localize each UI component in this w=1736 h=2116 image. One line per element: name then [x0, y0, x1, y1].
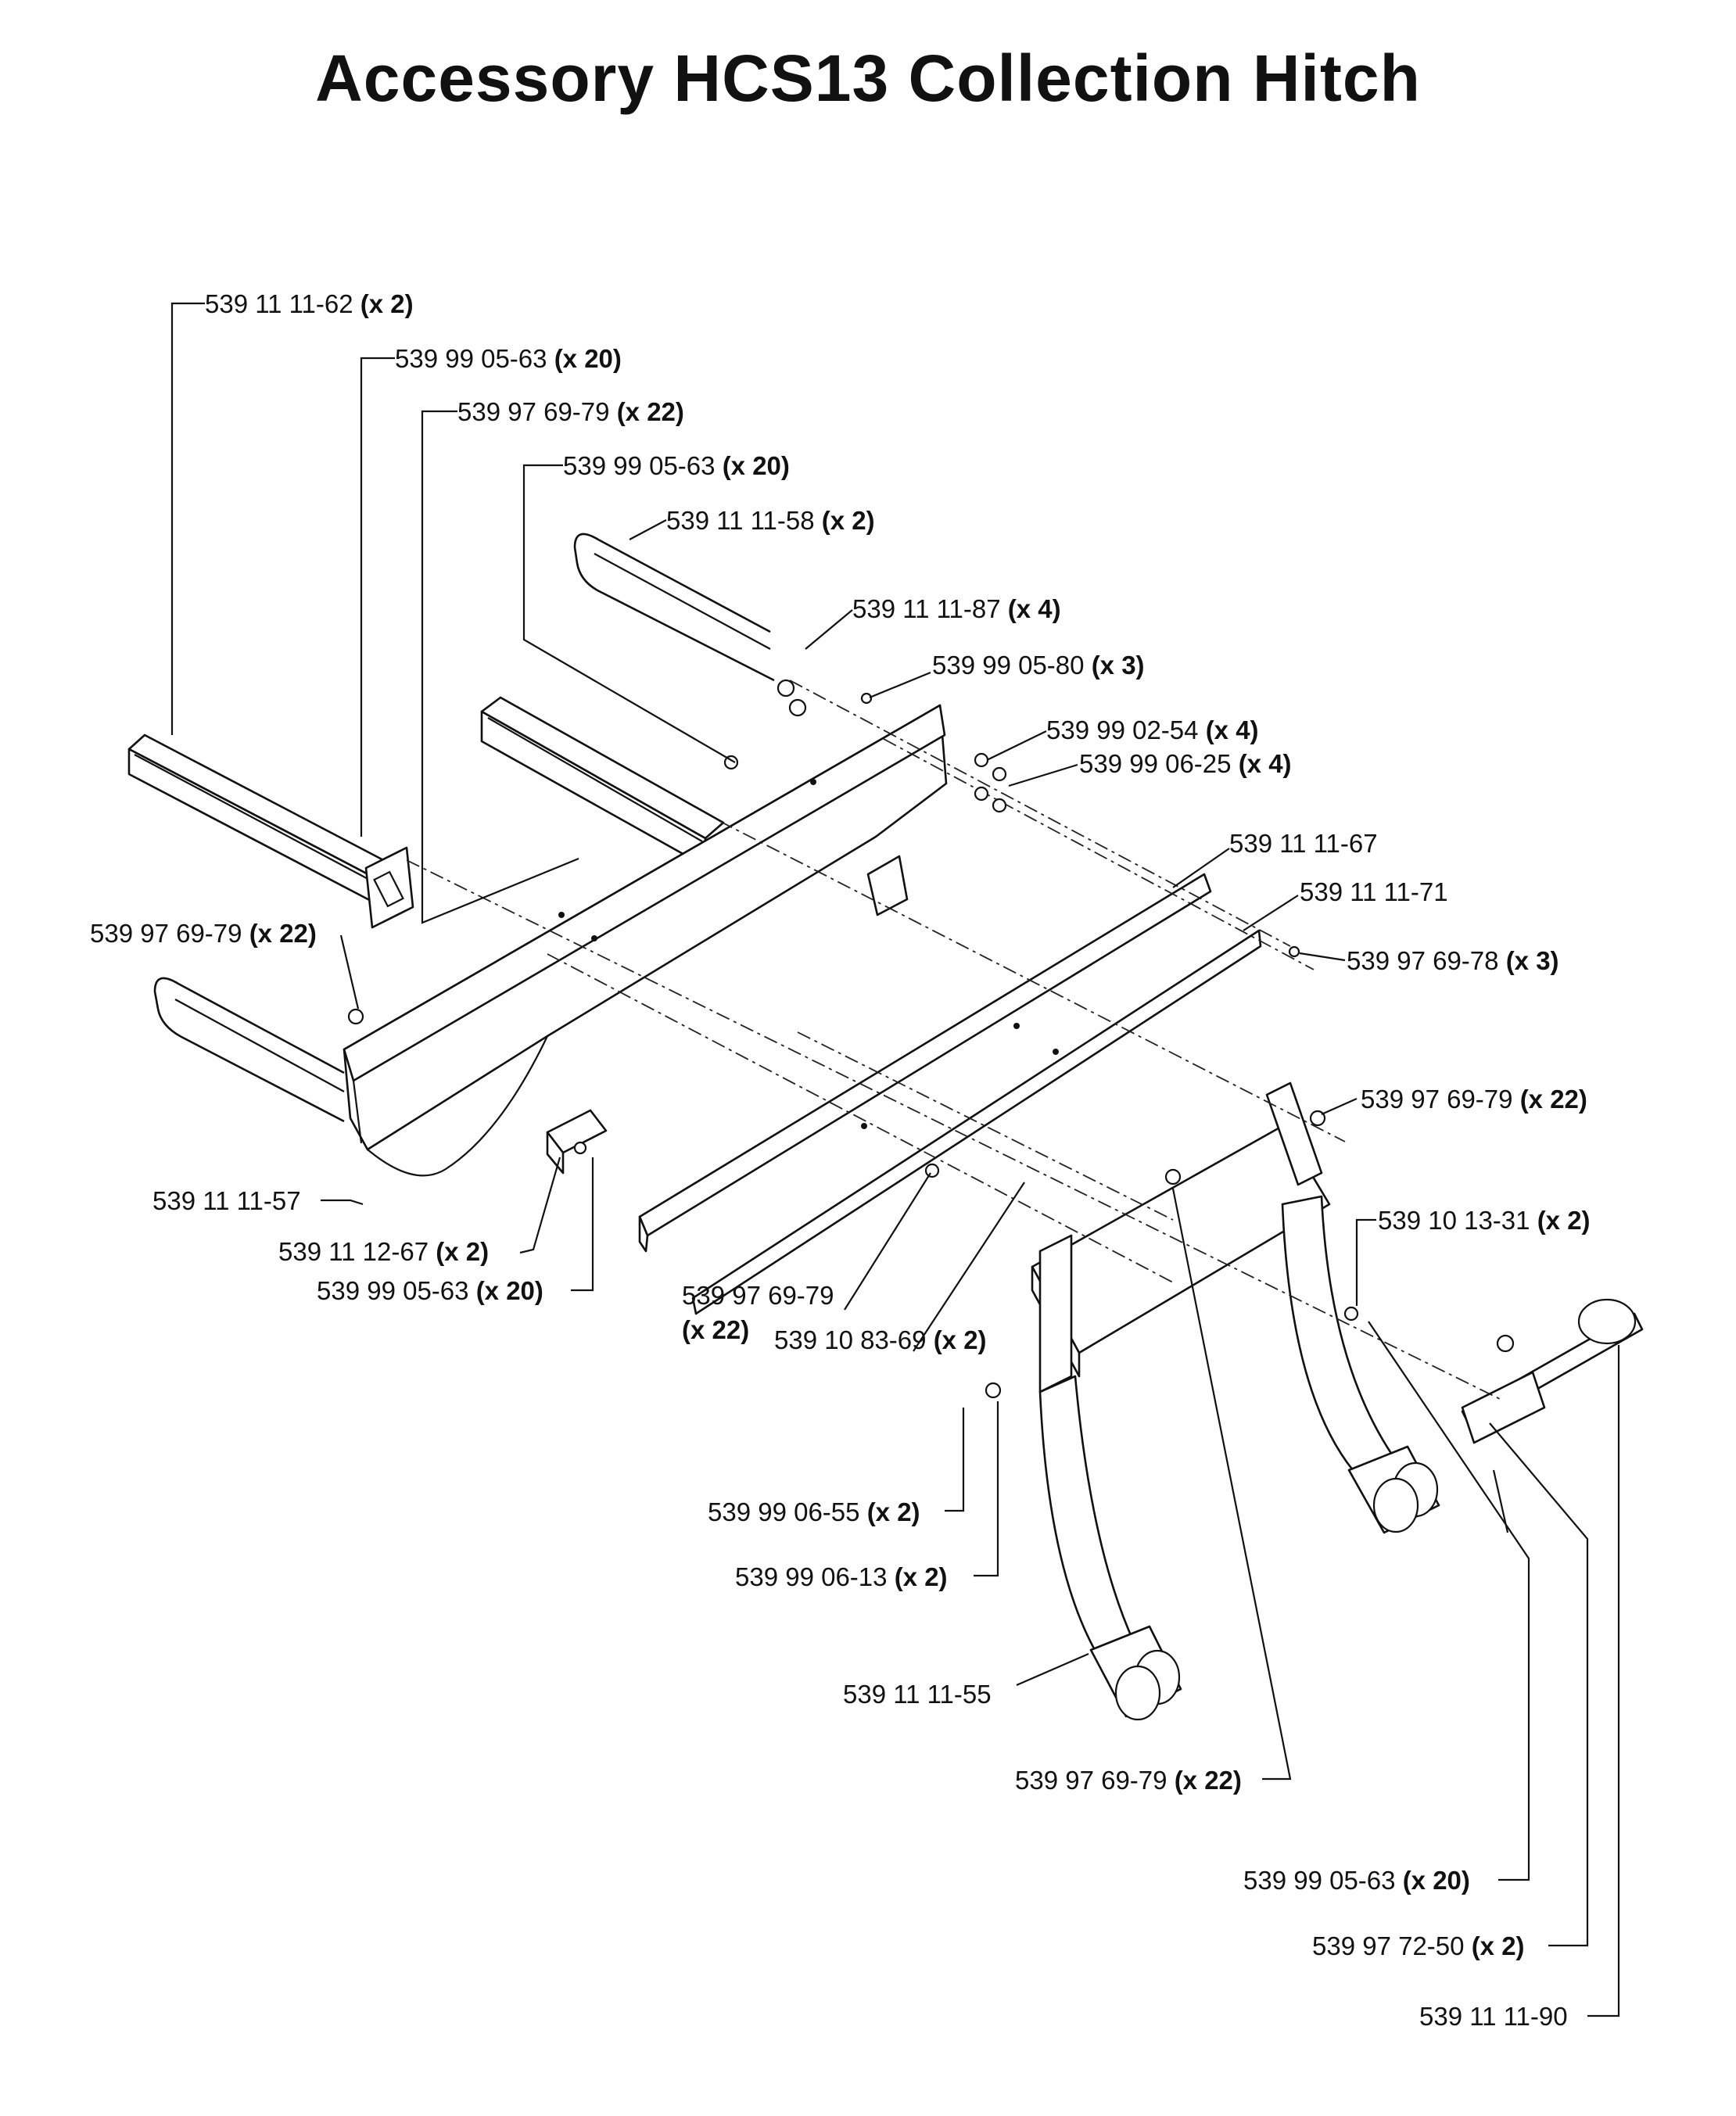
- callout-label: 539 97 72-50 (x 2): [1312, 1931, 1525, 1960]
- callout-label: 539 97 69-79: [682, 1281, 834, 1310]
- callout-label: 539 97 69-79 (x 22): [90, 919, 317, 948]
- diagram-title: Accessory HCS13 Collection Hitch: [315, 41, 1421, 115]
- parts-drawing: [127, 533, 1644, 1721]
- hardware: [347, 679, 1515, 1399]
- callout-labels: 539 11 11-62 (x 2) 539 99 05-63 (x 20) 5…: [90, 289, 1591, 2031]
- callout-label: 539 10 83-69 (x 2): [774, 1325, 987, 1354]
- callout-label: 539 97 69-78 (x 3): [1347, 946, 1559, 975]
- left-arm-bar: [127, 733, 414, 929]
- callout-label: 539 99 05-63 (x 20): [563, 451, 790, 480]
- hitch-frame: [1031, 1081, 1440, 1721]
- lower-u-bar: [153, 977, 345, 1123]
- center-arm-bar: [480, 696, 725, 868]
- centerlines: [406, 680, 1502, 1401]
- callout-label: 539 10 13-31 (x 2): [1378, 1206, 1591, 1235]
- callout-label: 539 99 05-63 (x 20): [395, 344, 622, 373]
- callout-label: 539 99 02-54 (x 4): [1046, 715, 1259, 744]
- callout-label: 539 99 05-80 (x 3): [932, 651, 1145, 680]
- callout-label: 539 11 11-71: [1300, 877, 1448, 906]
- main-frame-bar: [343, 704, 948, 1177]
- hitch-pin: [1461, 1298, 1644, 1533]
- leader-lines: [170, 302, 1620, 2017]
- upper-u-bar: [573, 533, 775, 682]
- callout-label: 539 97 69-79 (x 22): [457, 397, 684, 426]
- callout-label: 539 11 11-67: [1229, 829, 1378, 858]
- callout-label: 539 99 06-55 (x 2): [708, 1497, 920, 1526]
- callout-label: 539 11 12-67 (x 2): [278, 1237, 489, 1266]
- callout-label: 539 99 05-63 (x 20): [1243, 1866, 1470, 1895]
- callout-label: (x 22): [682, 1315, 749, 1344]
- small-bracket: [546, 1109, 608, 1175]
- callout-label: 539 11 11-58 (x 2): [666, 506, 875, 535]
- flat-strap-upper: [638, 873, 1212, 1253]
- callout-label: 539 97 69-79 (x 22): [1361, 1085, 1587, 1114]
- flat-strap-lower: [691, 929, 1262, 1315]
- callout-label: 539 99 06-25 (x 4): [1079, 749, 1292, 778]
- callout-label: 539 11 11-62 (x 2): [205, 289, 414, 318]
- callout-label: 539 11 11-57: [152, 1186, 301, 1215]
- callout-label: 539 99 06-13 (x 2): [735, 1562, 948, 1591]
- callout-label: 539 11 11-87 (x 4): [852, 594, 1061, 623]
- callout-label: 539 99 05-63 (x 20): [317, 1276, 543, 1305]
- callout-label: 539 11 11-90: [1419, 2002, 1568, 2031]
- callout-label: 539 97 69-79 (x 22): [1015, 1766, 1242, 1795]
- callout-label: 539 11 11-55: [843, 1680, 992, 1709]
